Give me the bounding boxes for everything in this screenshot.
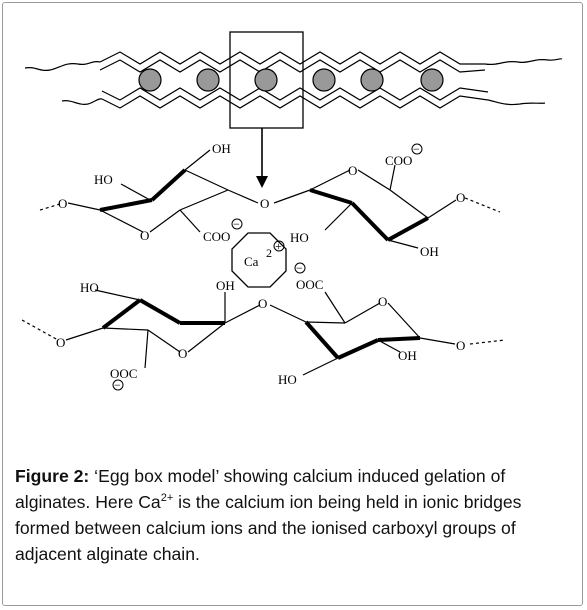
label-o-bottom-left-ring: O: [178, 346, 187, 361]
label-coo-top-right: COO: [385, 153, 412, 168]
label-ooc-bottom-left: OOC: [110, 366, 137, 381]
caption-superscript: 2+: [160, 492, 174, 505]
chain-lower-zigzag-inner: [101, 87, 489, 101]
chain-upper-zigzag: [99, 51, 485, 65]
label-oh-bottom: OH: [216, 278, 235, 293]
caption-text-before: ‘Egg box model’ showing calcium induced …: [15, 466, 506, 513]
charge-minus-ooc-right: −: [296, 261, 303, 275]
label-o-bottom-right-link: O: [456, 338, 465, 353]
charge-minus-coo-right: −: [413, 142, 420, 156]
label-oh-top: OH: [212, 141, 231, 156]
label-o-top-right-ring: O: [348, 163, 357, 178]
label-o-top-right-link: O: [456, 190, 465, 205]
zoom-arrow-head: [256, 176, 268, 188]
calcium-sphere: [138, 68, 162, 92]
chain-bottom-right-end: [487, 99, 546, 106]
label-ho-top-right: HO: [290, 230, 309, 245]
caption-text-after: is the calcium ion being held in ionic b…: [15, 492, 522, 565]
label-ca-charge: 2: [266, 246, 272, 260]
label-coo-top: COO: [203, 229, 230, 244]
chain-top-right-end: [484, 58, 563, 66]
zoom-box: [229, 31, 304, 129]
calcium-sphere: [254, 68, 278, 92]
figure-caption: Figure 2: ‘Egg box model’ showing calciu…: [15, 463, 575, 567]
label-ca: Ca: [244, 254, 259, 269]
chain-top-left-end: [24, 60, 101, 72]
label-o-top-left-ring: O: [140, 228, 149, 243]
label-oh-bottom-right: OH: [398, 348, 417, 363]
chain-upper-zigzag-inner: [99, 59, 486, 73]
label-o-bottom-bridge: O: [258, 296, 267, 311]
calcium-sphere: [312, 68, 336, 92]
label-o-top-left-link: O: [58, 196, 67, 211]
calcium-sphere: [196, 68, 220, 92]
calcium-sphere: [360, 68, 384, 92]
label-oh-top-right: OH: [420, 244, 439, 259]
calcium-sphere: [420, 68, 444, 92]
label-ho-top-left: HO: [94, 172, 113, 187]
charge-minus-coo-left: −: [233, 217, 240, 231]
calcium-ion-octagon: [231, 232, 287, 288]
charge-plus-ca: +: [275, 239, 282, 253]
caption-label: Figure 2:: [15, 466, 90, 486]
label-ooc-bottom-right: OOC: [296, 277, 323, 292]
egg-box-diagram: OH HO O O COO O O COO HO OH O − − + − − …: [21, 31, 563, 392]
chain-bottom-left-end: [61, 98, 103, 105]
label-ho-bottom-right: HO: [278, 372, 297, 387]
label-o-bottom-left-link: O: [56, 335, 65, 350]
label-o-top-bridge: O: [260, 196, 269, 211]
charge-minus-ooc-left: −: [114, 378, 121, 392]
chain-lower-zigzag: [101, 95, 489, 109]
label-o-bottom-right-ring: O: [378, 294, 387, 309]
label-ho-bottom-left: HO: [80, 280, 99, 295]
